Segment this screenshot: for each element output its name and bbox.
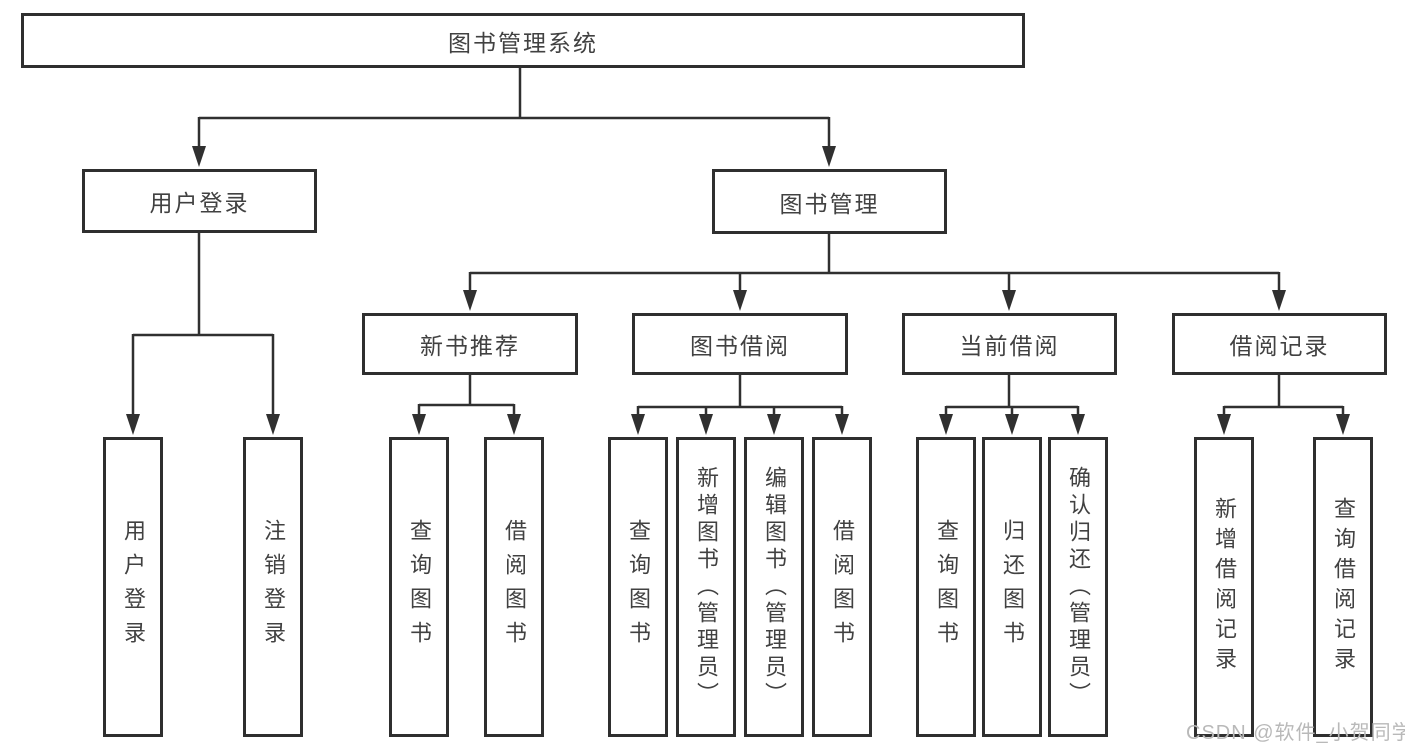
node-label: 借阅记录 (1229, 333, 1330, 359)
node-label: 查询图书 (407, 519, 432, 655)
node-borrowing-records: 借阅记录 (1172, 313, 1387, 375)
node-label: 借阅图书 (502, 519, 527, 655)
node-current-borrowing: 当前借阅 (902, 313, 1117, 375)
node-label: 新增借阅记录 (1212, 497, 1237, 677)
node-user-login: 用户登录 (82, 169, 317, 233)
node-library-management-system: 图书管理系统 (21, 13, 1025, 68)
node-label: 图书管理系统 (448, 29, 598, 56)
node-label: 图书借阅 (690, 333, 790, 359)
arrowhead-icons (126, 146, 1350, 435)
node-leaf-borrow-books-1: 借阅图书 (484, 437, 544, 737)
node-new-book-recommendation: 新书推荐 (362, 313, 578, 375)
node-label: 新书推荐 (420, 333, 520, 359)
node-leaf-return-books: 归还图书 (982, 437, 1042, 737)
node-book-management: 图书管理 (712, 169, 947, 234)
node-label: 新增图书（管理员） (694, 465, 719, 709)
node-label: 当前借阅 (959, 333, 1060, 359)
node-leaf-query-borrow-record: 查询借阅记录 (1313, 437, 1373, 737)
csdn-watermark: CSDN @软件_小贺同学 (1186, 722, 1405, 744)
node-label: 确认归还（管理员） (1066, 465, 1091, 709)
node-label: 编辑图书（管理员） (762, 465, 787, 709)
node-leaf-borrow-books-2: 借阅图书 (812, 437, 872, 737)
node-leaf-add-books-admin: 新增图书（管理员） (676, 437, 736, 737)
node-leaf-user-login: 用户登录 (103, 437, 163, 737)
node-label: 借阅图书 (830, 519, 855, 655)
node-label: 用户登录 (121, 519, 146, 655)
node-label: 查询图书 (934, 519, 959, 655)
node-leaf-confirm-return-admin: 确认归还（管理员） (1048, 437, 1108, 737)
node-label: 查询借阅记录 (1331, 497, 1356, 677)
node-label: 注销登录 (261, 519, 286, 655)
node-label: 用户登录 (149, 190, 250, 216)
node-leaf-edit-books-admin: 编辑图书（管理员） (744, 437, 804, 737)
node-label: 图书管理 (779, 190, 880, 217)
node-label: 归还图书 (1000, 519, 1025, 655)
node-leaf-add-borrow-record: 新增借阅记录 (1194, 437, 1254, 737)
node-label: 查询图书 (626, 519, 651, 655)
node-leaf-query-books-1: 查询图书 (389, 437, 449, 737)
node-leaf-query-books-2: 查询图书 (608, 437, 668, 737)
node-book-borrowing: 图书借阅 (632, 313, 848, 375)
node-leaf-query-books-3: 查询图书 (916, 437, 976, 737)
node-leaf-logout: 注销登录 (243, 437, 303, 737)
